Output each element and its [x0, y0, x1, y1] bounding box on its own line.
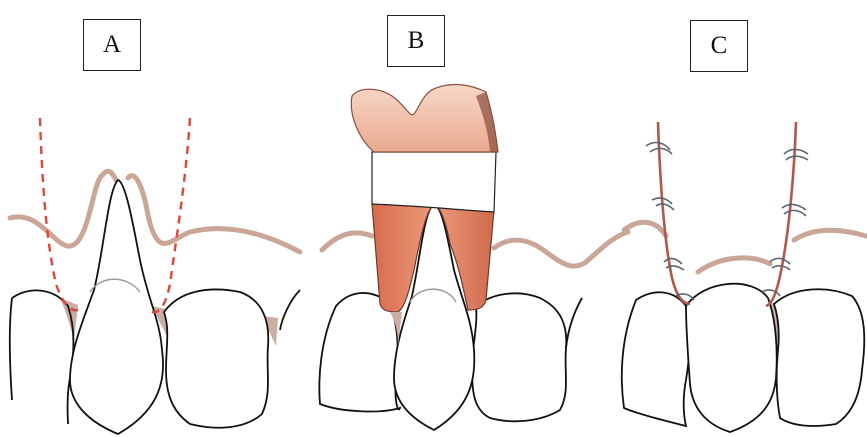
- tooth-left-a: [10, 290, 74, 424]
- crown-white-band-b: [372, 152, 496, 212]
- tooth-center-c: [686, 284, 777, 432]
- suture-knot-icon: [664, 258, 684, 270]
- tooth-far-right-edge-b: [566, 298, 582, 348]
- tooth-right-b: [472, 293, 566, 421]
- suture-knot-icon: [770, 258, 790, 270]
- panel-a: [10, 118, 300, 434]
- suture-knot-icon: [782, 204, 806, 216]
- tooth-right-a: [164, 289, 268, 427]
- tooth-right-c: [774, 289, 864, 426]
- panel-b: [319, 85, 628, 430]
- incision-line-left: [40, 118, 78, 310]
- tooth-far-right-edge-a: [280, 290, 300, 330]
- gingival-margin-c: [624, 222, 866, 272]
- panel-c: [622, 122, 866, 432]
- crown-top-b: [351, 85, 498, 152]
- suture-knot-icon: [784, 150, 808, 161]
- incision-line-right: [152, 118, 190, 312]
- papilla-left-a: [60, 298, 78, 340]
- suture-knots: [646, 143, 808, 300]
- tooth-left-c: [622, 292, 690, 426]
- gingival-margin-a: [10, 171, 300, 252]
